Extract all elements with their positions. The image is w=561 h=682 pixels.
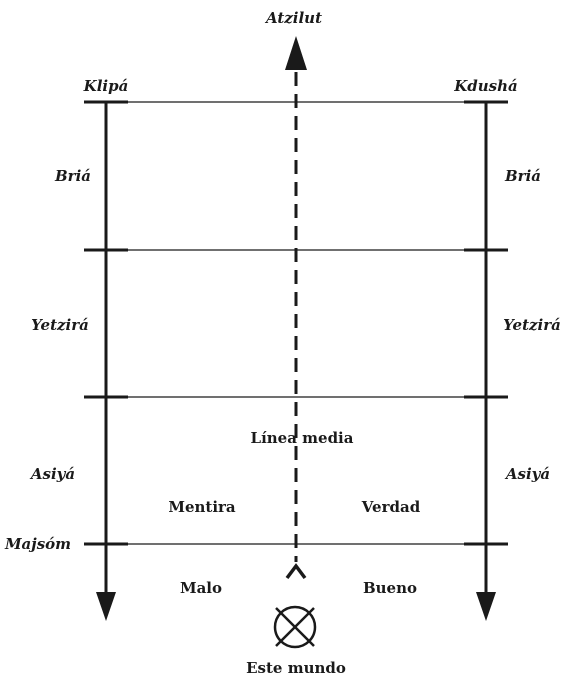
- label-este-mundo: Este mundo: [246, 659, 346, 677]
- label-majsom: Majsóm: [4, 535, 71, 553]
- label-asiya-left: Asiyá: [29, 465, 75, 483]
- label-verdad: Verdad: [361, 498, 421, 516]
- up-arrow-icon: [285, 36, 307, 70]
- label-linea-media: Línea media: [251, 429, 354, 447]
- label-bria-right: Briá: [504, 167, 541, 185]
- label-bria-left: Briá: [54, 167, 91, 185]
- middle-chevron-icon: [285, 563, 307, 580]
- label-klipa: Klipá: [83, 77, 129, 95]
- right-down-arrow-icon: [476, 592, 496, 621]
- label-bueno: Bueno: [363, 579, 417, 597]
- label-yetzira-left: Yetzirá: [31, 316, 89, 334]
- label-asiya-right: Asiyá: [504, 465, 550, 483]
- label-mentira: Mentira: [168, 498, 236, 516]
- label-malo: Malo: [180, 579, 222, 597]
- label-yetzira-right: Yetzirá: [503, 316, 561, 334]
- label-kdusha: Kdushá: [453, 77, 518, 95]
- circle-cross-icon: [273, 605, 317, 649]
- left-down-arrow-icon: [96, 592, 116, 621]
- label-atzilut: Atzilut: [264, 9, 322, 27]
